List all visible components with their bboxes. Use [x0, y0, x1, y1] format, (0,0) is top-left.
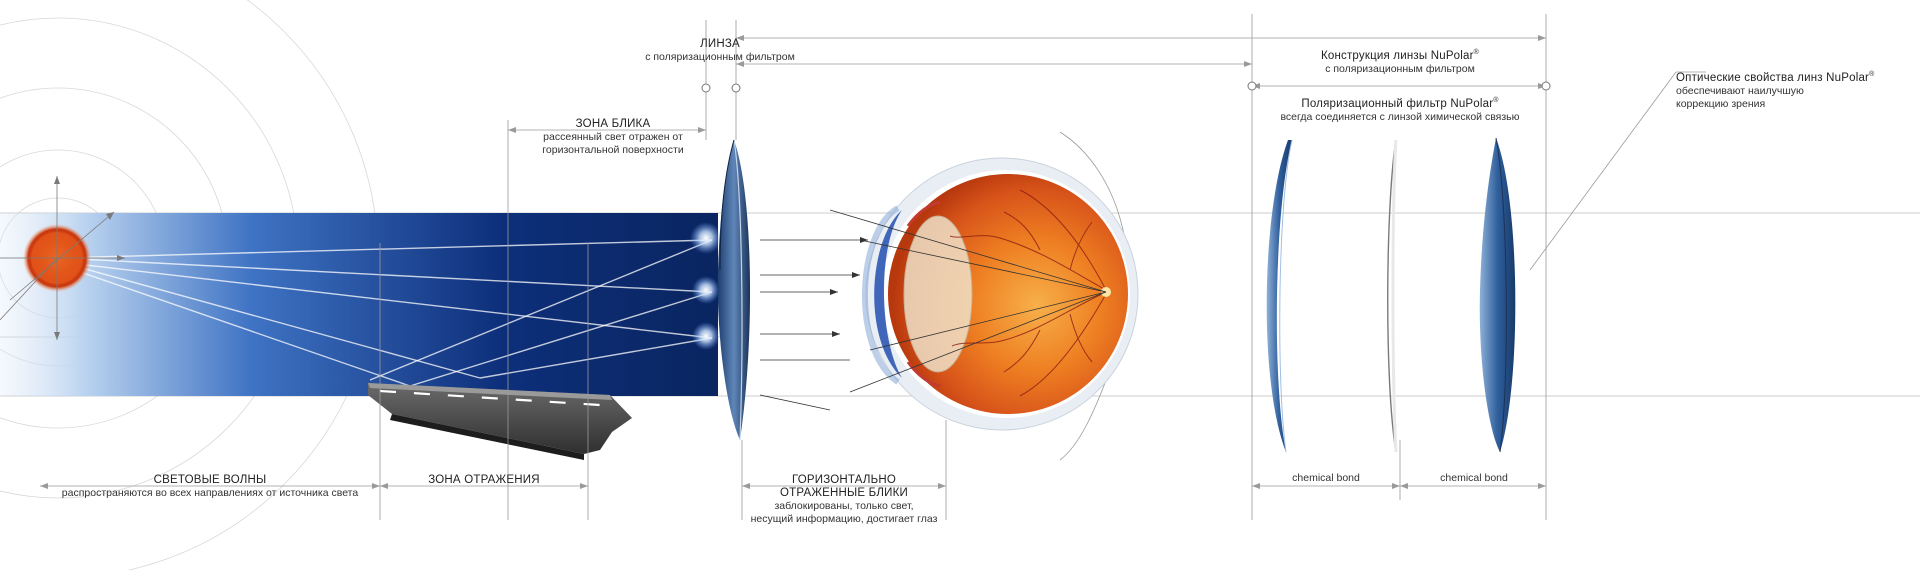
light-rays [59, 239, 713, 387]
chemical-bond-2-text: chemical bond [1440, 472, 1508, 484]
sun-icon [0, 176, 125, 340]
glare-zone-sub1: рассеянный свет отражен от [543, 131, 683, 143]
lens-title: ЛИНЗА [700, 38, 740, 50]
glare-zone-title: ЗОНА БЛИКА [575, 118, 651, 130]
filter-line1: Поляризационный фильтр NuPolar [1301, 97, 1494, 110]
reflection-zone-label: ЗОНА ОТРАЖЕНИЯ [384, 474, 584, 487]
light-waves-title: СВЕТОВЫЕ ВОЛНЫ [153, 474, 267, 486]
polarizing-filter [1387, 139, 1398, 453]
horizontal-glare-sub1: заблокированы, только свет, [774, 500, 914, 512]
construction-label: Конструкция линзы NuPolar® с поляризацио… [1300, 46, 1500, 76]
filter-line2: всегда соединяется с линзой химической с… [1280, 110, 1520, 123]
optics-line3: коррекцию зрения [1676, 97, 1766, 110]
optics-label: Оптические свойства линз NuPolar® обеспе… [1676, 68, 1876, 111]
dimension-markers [701, 81, 1551, 93]
dimension-lines [40, 14, 1706, 520]
light-waves-subtitle: распространяются во всех направлениях от… [61, 487, 359, 499]
road-surface [368, 383, 632, 460]
eye-illustration [829, 131, 1139, 461]
nupolar-lens-left [1266, 139, 1293, 453]
construction-line2: с поляризационным фильтром [1325, 62, 1475, 75]
chemical-bond-1-text: chemical bond [1292, 472, 1360, 484]
filter-mark: ® [1493, 97, 1499, 104]
glare-zone-sub2: горизонтальной поверхности [542, 144, 684, 156]
construction-line1: Конструкция линзы NuPolar [1320, 49, 1474, 62]
chemical-bond-label-2: chemical bond [1404, 472, 1544, 485]
nupolar-lens-right [1479, 137, 1516, 453]
optics-mark: ® [1869, 71, 1875, 78]
transmitted-rays [759, 239, 868, 411]
lens-label: ЛИНЗА с поляризационным фильтром [620, 38, 820, 64]
reflection-zone-title: ЗОНА ОТРАЖЕНИЯ [428, 474, 540, 486]
glare-zone-label: ЗОНА БЛИКА рассеянный свет отражен от го… [518, 118, 708, 157]
horizontal-glare-title1: ГОРИЗОНТАЛЬНО [791, 474, 897, 486]
optics-line2: обеспечивают наилучшую [1676, 84, 1804, 97]
polarized-lens [717, 139, 751, 441]
filter-label: Поляризационный фильтр NuPolar® всегда с… [1250, 94, 1550, 124]
light-waves-label: СВЕТОВЫЕ ВОЛНЫ распространяются во всех … [20, 474, 400, 500]
horizontal-glare-label: ГОРИЗОНТАЛЬНО ОТРАЖЕННЫЕ БЛИКИ заблокиро… [734, 474, 954, 526]
construction-mark: ® [1473, 49, 1480, 56]
lens-subtitle: с поляризационным фильтром [645, 51, 795, 63]
optics-line1: Оптические свойства линз NuPolar [1676, 71, 1870, 84]
horizontal-glare-title2: ОТРАЖЕННЫЕ БЛИКИ [779, 487, 908, 499]
horizontal-glare-sub2: несущий информацию, достигает глаз [750, 513, 938, 525]
chemical-bond-label-1: chemical bond [1256, 472, 1396, 485]
glare-flares [690, 222, 722, 350]
